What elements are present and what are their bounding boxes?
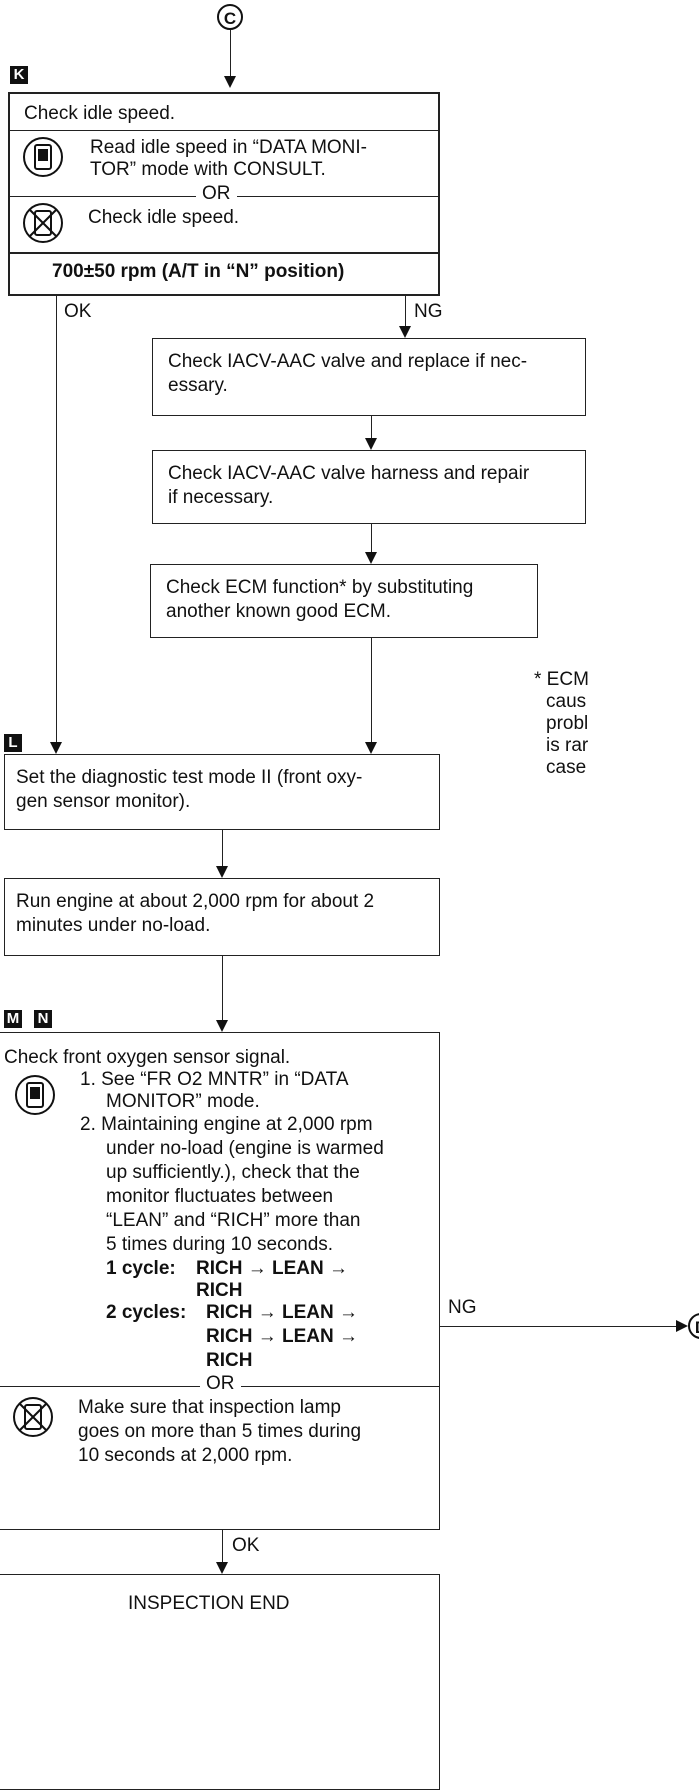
arrow-down <box>365 552 377 564</box>
arrow-down <box>224 76 236 88</box>
flow-line <box>222 830 223 866</box>
flow-line <box>371 638 372 742</box>
step-k-no-tools: Check idle speed. <box>88 207 240 228</box>
mn-line-2: 2. Maintaining engine at 2,000 rpm <box>80 1114 373 1135</box>
ng-label-k: NG <box>414 301 443 322</box>
mn-line-3: under no-load (engine is warmed <box>106 1138 384 1159</box>
lamp-line1: Make sure that inspection lamp <box>78 1397 341 1418</box>
cycle1-b: RICH <box>196 1280 243 1301</box>
footnote-line3: probl <box>546 713 589 734</box>
flow-line <box>230 30 231 76</box>
connector-c: C <box>217 4 243 30</box>
arrow-down <box>365 742 377 754</box>
step-l-line2: gen sensor monitor). <box>16 791 191 812</box>
mn-line-4: up sufficiently.), check that the <box>106 1162 360 1183</box>
marker-n: N <box>34 1010 52 1028</box>
mn-line-0: 1. See “FR O2 MNTR” in “DATA <box>80 1069 349 1090</box>
run-engine-line2: minutes under no-load. <box>16 915 211 936</box>
step-k-title: Check idle speed. <box>24 103 176 124</box>
cycle2-a: RICH → LEAN → <box>206 1302 358 1323</box>
arrow-right <box>676 1320 688 1332</box>
marker-l: L <box>4 734 22 752</box>
arrow-down <box>216 866 228 878</box>
or-label-mn: OR <box>200 1374 241 1394</box>
ng-label-mn: NG <box>448 1297 477 1318</box>
cycle1-a: RICH → LEAN → <box>196 1258 348 1279</box>
flow-line <box>371 524 372 552</box>
consult-tool-icon <box>23 137 63 177</box>
arrow-down <box>216 1562 228 1574</box>
divider <box>9 130 439 131</box>
step-k-spec: 700±50 rpm (A/T in “N” position) <box>52 261 345 282</box>
run-engine-line1: Run engine at about 2,000 rpm for about … <box>16 891 375 912</box>
ecm-line1: Check ECM function* by substituting <box>166 577 474 598</box>
arrow-down <box>216 1020 228 1032</box>
arrow-down <box>50 742 62 754</box>
iacv-valve-line1: Check IACV-AAC valve and replace if nec- <box>168 351 528 372</box>
ok-line <box>56 296 57 742</box>
step-k-consult-line1: Read idle speed in “DATA MONI- <box>90 137 368 158</box>
footnote-line2: caus <box>546 691 587 712</box>
arrow-down <box>365 438 377 450</box>
run-engine-box <box>4 878 440 956</box>
ng-line <box>440 1326 680 1327</box>
flow-line <box>222 1530 223 1562</box>
iacv-harness-line1: Check IACV-AAC valve harness and repair <box>168 463 530 484</box>
footnote-line5: case <box>546 757 587 778</box>
step-l-line1: Set the diagnostic test mode II (front o… <box>16 767 363 788</box>
inspection-end-box <box>0 1574 440 1790</box>
cycle1-label: 1 cycle: <box>106 1258 176 1279</box>
mn-line-6: “LEAN” and “RICH” more than <box>106 1210 361 1231</box>
ecm-box <box>150 564 538 638</box>
ng-line <box>405 296 406 326</box>
or-label: OR <box>196 184 237 204</box>
iacv-valve-box <box>152 338 586 416</box>
footnote-line1: * ECM <box>534 669 589 690</box>
iacv-valve-line2: essary. <box>168 375 228 396</box>
cycle2-label: 2 cycles: <box>106 1302 187 1323</box>
mn-line-5: monitor fluctuates between <box>106 1186 334 1207</box>
iacv-harness-line2: if necessary. <box>168 487 274 508</box>
step-mn-box <box>0 1032 440 1530</box>
consult-tool-icon <box>15 1075 55 1115</box>
step-mn-title: Check front oxygen sensor signal. <box>4 1047 291 1068</box>
arrow-down <box>399 326 411 338</box>
no-tools-icon <box>23 203 63 243</box>
flow-line <box>222 956 223 1020</box>
marker-k: K <box>10 66 28 84</box>
cycle2-b: RICH → LEAN → <box>206 1326 358 1347</box>
lamp-line2: goes on more than 5 times during <box>78 1421 362 1442</box>
lamp-line3: 10 seconds at 2,000 rpm. <box>78 1445 293 1466</box>
cycle2-c: RICH <box>206 1350 253 1371</box>
step-k-consult-line2: TOR” mode with CONSULT. <box>90 159 326 180</box>
ecm-line2: another known good ECM. <box>166 601 391 622</box>
mn-line-7: 5 times during 10 seconds. <box>106 1234 334 1255</box>
footnote-line4: is rar <box>546 735 589 756</box>
flow-line <box>371 416 372 438</box>
divider <box>9 252 439 254</box>
inspection-end-label: INSPECTION END <box>128 1593 290 1614</box>
no-tools-icon <box>13 1397 53 1437</box>
ok-label-end: OK <box>232 1535 260 1556</box>
marker-m: M <box>4 1010 22 1028</box>
iacv-harness-box <box>152 450 586 524</box>
connector-d: D <box>688 1313 699 1339</box>
mn-line-1: MONITOR” mode. <box>106 1091 260 1112</box>
step-l-box <box>4 754 440 830</box>
ok-label-k: OK <box>64 301 92 322</box>
